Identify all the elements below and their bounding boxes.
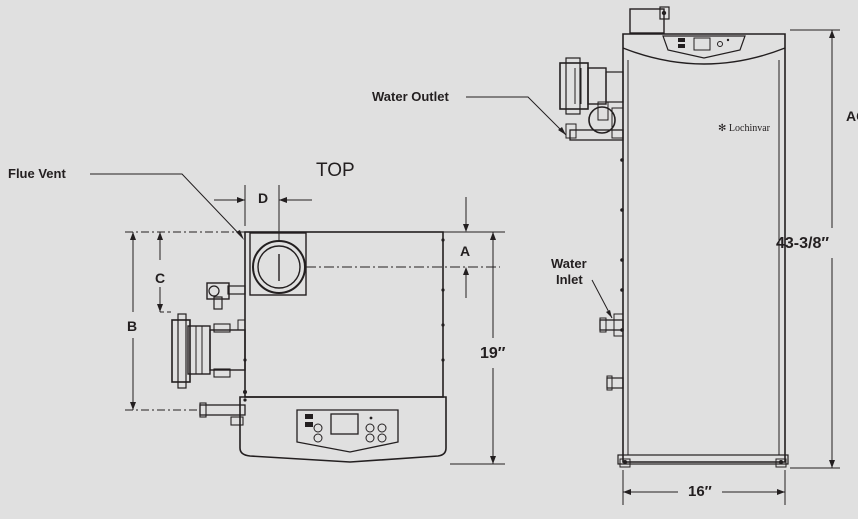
water-outlet-label: Water Outlet: [372, 89, 449, 104]
top-view-dimensions: [90, 173, 505, 465]
brand-mark-icon: ✻: [718, 123, 729, 134]
top-view-drawing: [171, 231, 447, 463]
dimension-a-label: A: [460, 243, 470, 259]
dimension-height-label: 43-3/8″: [776, 235, 829, 252]
dimension-19-label: 19″: [480, 345, 506, 362]
dimension-arrowheads: [130, 197, 496, 464]
front-view-arrowheads: [558, 30, 835, 495]
dimension-c-label: C: [155, 270, 165, 286]
dimension-d-label: D: [258, 190, 268, 206]
front-view-drawing: [559, 6, 789, 468]
brand-logo: ✻ Lochinvar: [718, 123, 771, 134]
water-inlet-label-line2: Inlet: [556, 272, 583, 287]
water-inlet-label-line1: Water: [551, 256, 587, 271]
dimension-ac-label: AC: [846, 108, 858, 124]
front-view-dimensions: [466, 29, 840, 505]
dimension-width-label: 16″: [688, 483, 712, 500]
flue-vent-label: Flue Vent: [8, 166, 66, 181]
top-view-title: TOP: [316, 160, 355, 181]
dimension-b-label: B: [127, 318, 137, 334]
